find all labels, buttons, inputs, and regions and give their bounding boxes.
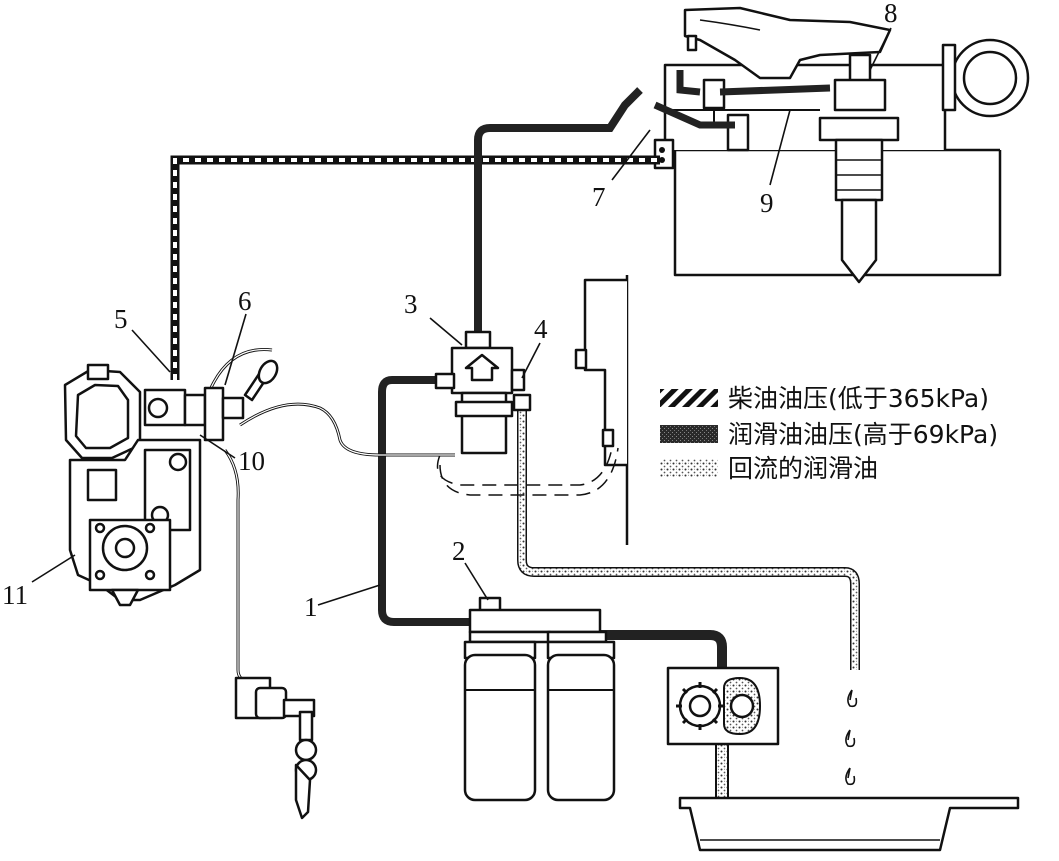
lube-line-to-injector <box>719 84 831 96</box>
ignition-key-switch <box>234 676 318 820</box>
legend-label-return: 回流的润滑油 <box>728 454 878 483</box>
callout-4: 4 <box>534 314 548 344</box>
oil-pan <box>678 796 1020 852</box>
legend-label-diesel: 柴油油压(低于365kPa) <box>728 384 989 413</box>
callout-8: 8 <box>884 0 898 28</box>
control-wire <box>239 402 455 457</box>
oil-drips <box>845 689 858 786</box>
injector <box>818 53 900 284</box>
shutoff-valve <box>434 330 532 455</box>
oil-pump <box>666 666 780 746</box>
leader-lines <box>31 27 892 606</box>
legend-swatch-diesel <box>660 389 718 407</box>
callout-2: 2 <box>452 536 466 566</box>
callout-11: 11 <box>2 580 28 610</box>
rocker-arm <box>683 6 892 80</box>
callout-1: 1 <box>304 592 318 622</box>
legend: 柴油油压(低于365kPa) 润滑油油压(高于69kPa) 回流的润滑油 <box>660 384 998 483</box>
legend-swatch-lube <box>660 425 718 443</box>
callout-7: 7 <box>592 182 606 212</box>
oil-filter-assembly <box>463 596 616 802</box>
fuel-pump-governor <box>63 359 279 607</box>
callout-3: 3 <box>404 289 418 319</box>
head-fitting <box>653 78 750 170</box>
lube-supply-line <box>378 376 480 626</box>
callout-10: 10 <box>238 446 265 476</box>
legend-label-lube: 润滑油油压(高于69kPa) <box>728 420 998 449</box>
callout-6: 6 <box>238 286 252 316</box>
legend-swatch-return <box>660 459 718 477</box>
drain-dashed-line <box>436 447 613 486</box>
lube-pressure-line-to-head <box>474 87 643 345</box>
engine-block <box>574 148 1002 545</box>
callout-5: 5 <box>114 304 128 334</box>
callout-9: 9 <box>760 188 774 218</box>
